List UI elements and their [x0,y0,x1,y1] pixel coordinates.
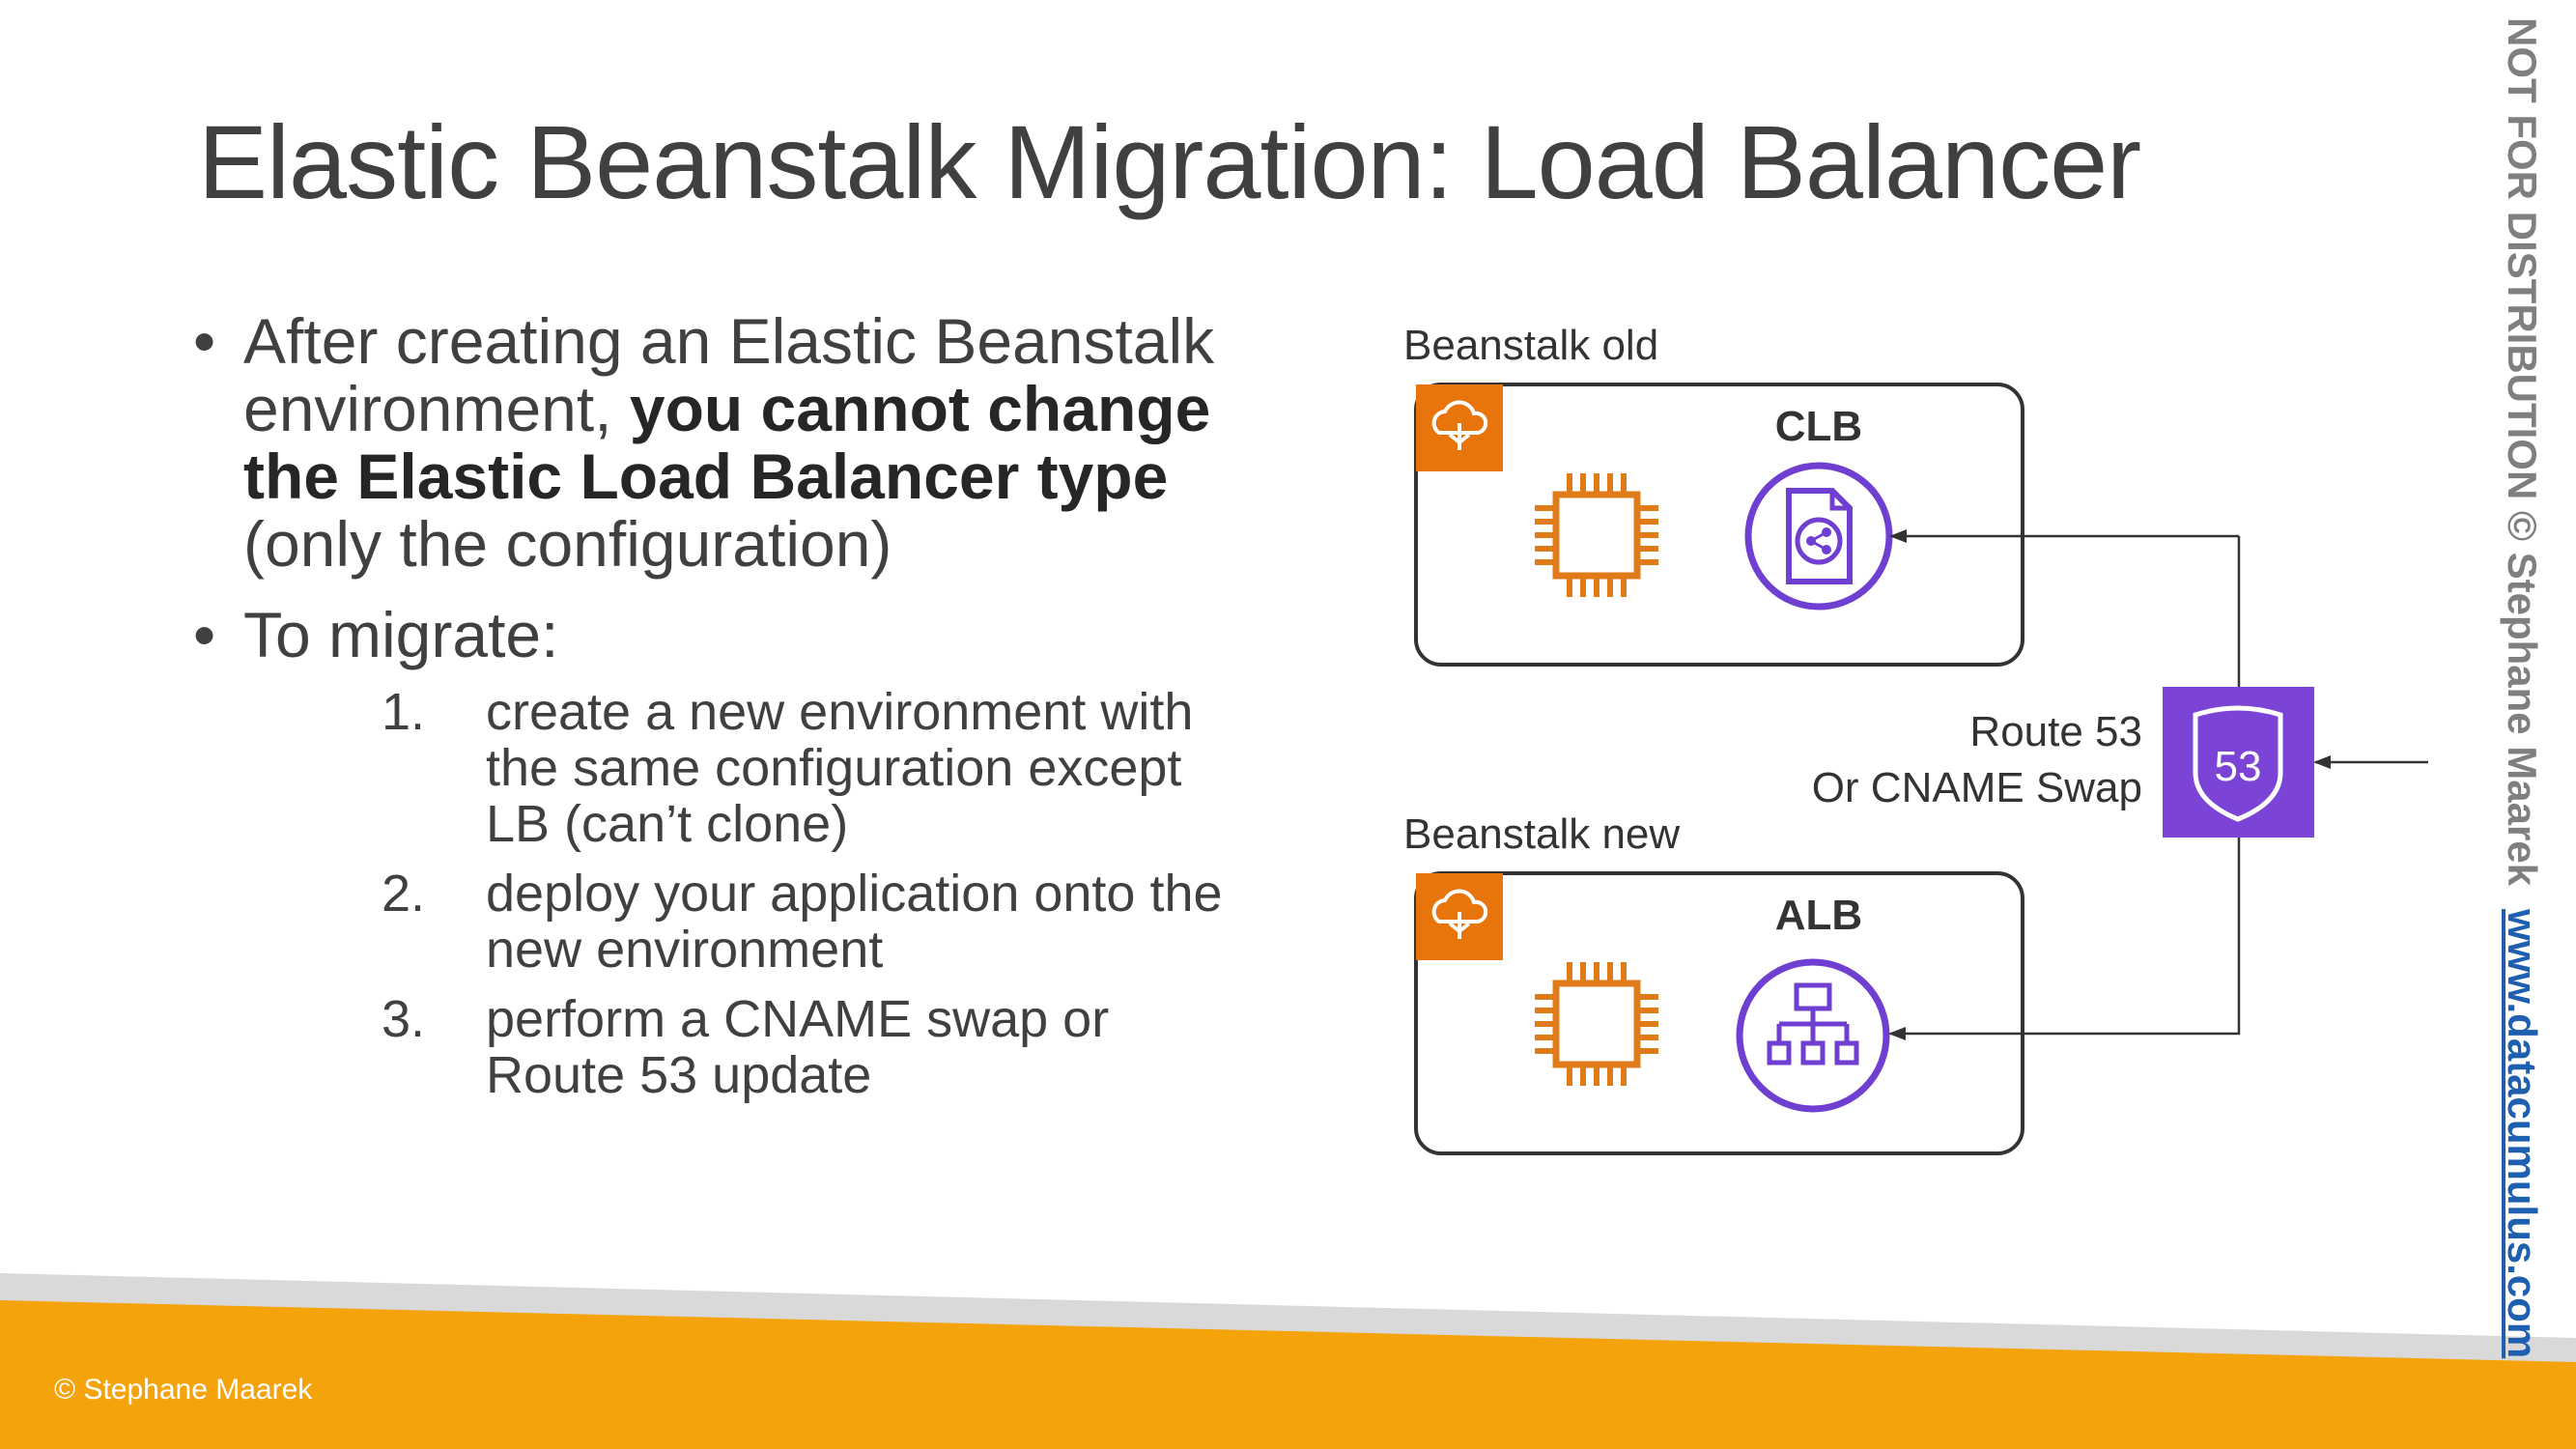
step-number: 1. [381,683,425,741]
elastic-beanstalk-icon [1414,871,1505,962]
step-item: 2. deploy your application onto the new … [290,866,1236,978]
bullet-text: After creating an Elastic Beanstalk envi… [243,305,1215,444]
bullet-dot: • [193,305,216,377]
bullet-text-suffix: (only the configuration) [243,508,892,580]
step-number: 3. [381,990,425,1048]
env-new-label: Beanstalk new [1403,810,1680,858]
application-load-balancer-icon [1736,958,1890,1113]
clb-label: CLB [1775,403,1862,450]
elastic-beanstalk-icon [1414,383,1505,473]
numbered-steps: 1. create a new environment with the sam… [193,684,1236,1103]
step-number: 2. [381,865,425,923]
footer-copyright: © Stephane Maarek [54,1374,313,1406]
step-text: perform a CNAME swap or Route 53 update [486,990,1110,1104]
bullet-item: • To migrate: [193,601,1236,668]
cname-swap-label: Or CNAME Swap [1812,764,2142,811]
bullet-emphasis: you cannot change the Elastic Load Balan… [243,373,1211,512]
bullet-list: • After creating an Elastic Beanstalk env… [193,307,1236,1117]
step-text: deploy your application onto the new env… [486,865,1223,979]
bullet-text: To migrate: [243,599,559,670]
bullet-dot: • [193,599,216,670]
ec2-instance-icon [1535,473,1658,597]
vertical-watermark: NOT FOR DISTRIBUTION © Stephane Maarek ww… [2498,17,2546,1408]
env-new-box [1414,871,2024,1155]
step-item: 3. perform a CNAME swap or Route 53 upda… [290,991,1236,1103]
route53-icon-text: 53 [2215,743,2262,790]
step-text: create a new environment with the same c… [486,683,1194,853]
bullet-item: • After creating an Elastic Beanstalk env… [193,307,1236,578]
classic-load-balancer-icon [1744,462,1893,611]
slide-title: Elastic Beanstalk Migration: Load Balanc… [198,103,2141,220]
env-old-box [1414,383,2024,667]
website-link[interactable]: www.datacumulus.com [2500,909,2545,1359]
ec2-instance-icon [1535,962,1658,1086]
alb-label: ALB [1775,892,1862,939]
footer-orange-band [0,1300,2576,1449]
env-old-label: Beanstalk old [1403,322,1658,369]
route53-icon: 53 [2163,687,2314,838]
route53-label: Route 53 [1969,708,2142,755]
step-item: 1. create a new environment with the sam… [290,684,1236,852]
distribution-notice: NOT FOR DISTRIBUTION © Stephane Maarek [2500,17,2545,887]
